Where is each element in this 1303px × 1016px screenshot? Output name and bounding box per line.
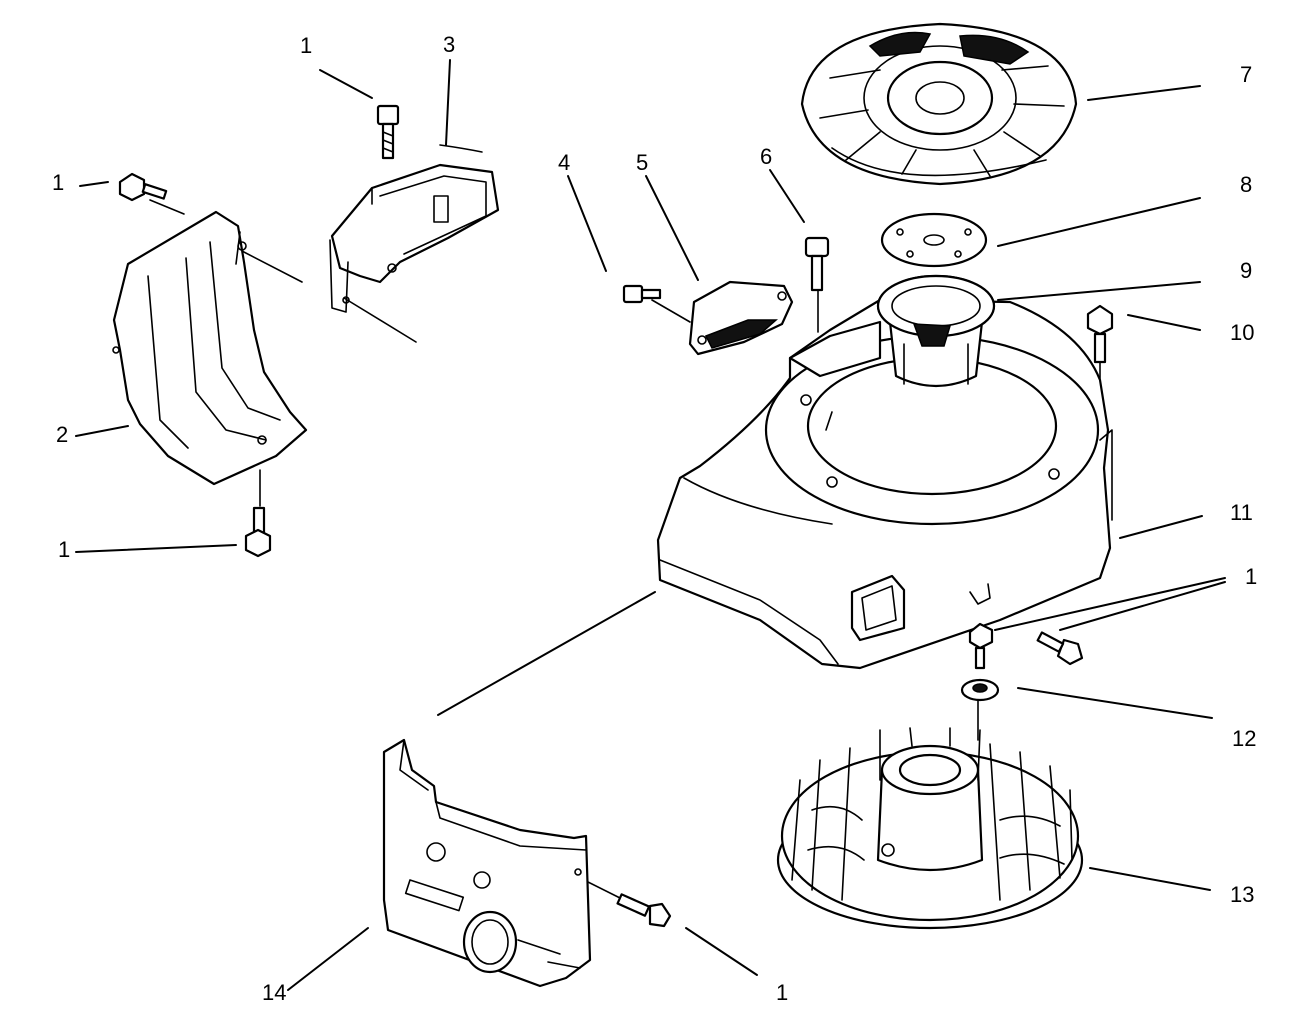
- callout-12: 12: [1232, 726, 1256, 751]
- bolt-bottom-left: [244, 506, 272, 558]
- callout-1-top: 1: [300, 33, 312, 58]
- bracket-part-3: [329, 144, 500, 313]
- bolt-part-10: [1086, 304, 1114, 364]
- callout-1-right: 1: [1245, 564, 1257, 589]
- bolts-right: [968, 622, 1084, 670]
- bolt-top: [376, 104, 400, 160]
- callouts: 1 3 1 2 1 4 5 6 7 8 9 10 11 1 12 13 14 1: [52, 32, 1257, 1005]
- flywheel-part-13: [776, 727, 1084, 930]
- cover-plate-part-5: [688, 280, 794, 356]
- callout-1-bottom-left: 1: [58, 537, 70, 562]
- callout-2: 2: [56, 422, 68, 447]
- callout-3: 3: [443, 32, 455, 57]
- callout-7: 7: [1240, 62, 1252, 87]
- bolt-bottom: [616, 893, 672, 928]
- shroud-part-2: [112, 210, 308, 486]
- screw-part-4: [622, 284, 662, 304]
- callout-6: 6: [760, 144, 772, 169]
- starter-cup-part-9: [876, 274, 996, 388]
- callout-4: 4: [558, 150, 570, 175]
- callout-8: 8: [1240, 172, 1252, 197]
- callout-1-bottom: 1: [776, 980, 788, 1005]
- callout-1-left: 1: [52, 170, 64, 195]
- bolt-part-6: [804, 236, 830, 292]
- rotating-screen-part-7: [800, 22, 1078, 186]
- bolt-left: [118, 172, 168, 202]
- callout-9: 9: [1240, 258, 1252, 283]
- leader-lines: [75, 59, 1226, 991]
- callout-5: 5: [636, 150, 648, 175]
- callout-11: 11: [1230, 500, 1253, 525]
- front-shield-part-14: [382, 738, 592, 988]
- callout-10: 10: [1230, 320, 1254, 345]
- washer-part-12: [960, 678, 1000, 702]
- plate-part-8: [880, 212, 988, 268]
- blower-housing-part-11: [656, 298, 1113, 670]
- callout-13: 13: [1230, 882, 1254, 907]
- callout-14: 14: [262, 980, 286, 1005]
